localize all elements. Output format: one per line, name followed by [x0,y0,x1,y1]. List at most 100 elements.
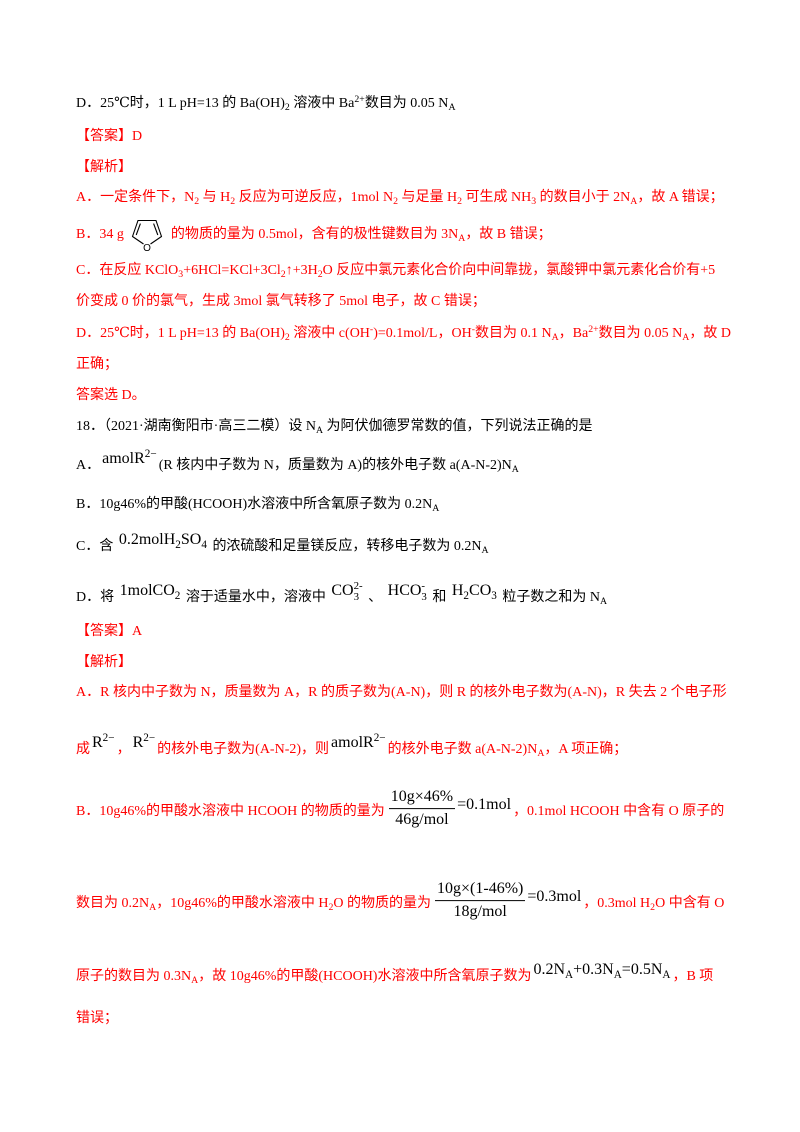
subscript: A [191,975,199,987]
text-run: ，故 10g46%的甲酸(HCOOH)水溶液中所含氧原子数为 [198,969,532,984]
text-run: D．将 [76,590,118,606]
sub-sup-stack: 2-3 [354,581,363,603]
superscript: - [421,580,426,593]
superscript: 2+ [354,94,365,106]
text-run: O 中含有 O [655,896,725,912]
text-run: O 的物质的量为 [333,896,432,912]
text-run: C．在反应 KClO [76,263,179,278]
subscript: 3 [491,589,497,602]
q18-analysis-b-line3: 原子的数目为 0.3NA，故 10g46%的甲酸(HCOOH)水溶液中所含氧原子… [76,962,714,987]
chemical-formula: =0.1mol [457,796,511,813]
subscript: A [458,233,466,245]
text-run: A．R 核内中子数为 N，质量数为 A，R 的质子数为(A-N)，则 R 的核外… [76,685,727,700]
text-run: 可生成 NH [462,190,532,205]
text-run: 价变成 0 价的氯气，生成 3mol 氯气转移了 5mol 电子，故 C 错误； [76,294,486,309]
chemical-formula: 1molCO2 [119,582,181,602]
subscript: A [537,748,545,760]
subscript: 2 [230,196,236,208]
superscript: 2− [143,732,156,745]
text-run: 0.2molH [118,531,176,548]
subscript: 2 [650,902,656,914]
q17-answer: 【答案】D [76,127,142,147]
text-run: 的物质的量为 0.5mol，含有的极性键数目为 3N [167,227,459,243]
text-run: D．25℃时，1 L pH=13 的 Ba(OH) [76,96,285,111]
text-run: B．34 g [76,227,128,243]
text-run: 18g/mol [453,903,507,921]
text-run: 与足量 H [397,190,458,205]
text-run: 的核外电子数 a(A-N-2)N [387,742,538,757]
text-run: ，0.1mol HCOOH 中含有 O 原子的 [513,804,725,820]
text-run: 10g×(1-46%) [437,880,524,898]
text-run: ，0.3mol H [583,896,651,912]
subscript: 2 [174,589,181,602]
q18-analysis-a-line1: A．R 核内中子数为 N，质量数为 A，R 的质子数为(A-N)，则 R 的核外… [76,683,727,703]
fraction-numerator: 10g×46% [388,788,456,810]
text-run: 数目为 0.2N [76,896,150,912]
text-run: 成 [76,742,90,757]
text-run: ，故 D [689,326,731,341]
q17-analysis-d-line1: D．25℃时，1 L pH=13 的 Ba(OH)2 溶液中 c(OH-)=0.… [76,324,731,344]
text-run: B．10g46%的甲酸(HCOOH)水溶液中所含氧原子数为 0.2N [76,497,433,512]
q17-option-d: D．25℃时，1 L pH=13 的 Ba(OH)2 溶液中 Ba2+数目为 0… [76,94,456,114]
subscript: A [149,902,157,914]
text-run: 答案选 D。 [76,388,146,403]
text-run: 46g/mol [395,811,449,829]
text-run: 和 [428,590,450,606]
text-run: R [92,734,103,751]
text-run: amolR [102,450,145,467]
text-run: ，A 项正确； [544,742,628,757]
text-run: 18．（2021·湖南衡阳市·高三二模）设 N [76,419,316,434]
subscript: 3 [421,591,427,603]
subscript: A [315,425,324,437]
subscript: A [682,332,690,344]
text-run: 1molCO [119,582,175,600]
subscript: A [599,596,608,608]
subscript: A [481,545,489,557]
text-run: 【解析】 [76,655,132,670]
furan-icon: O [128,216,166,254]
chemical-formula: 0.2molH2SO4 [118,531,207,551]
subscript: 2 [194,196,200,208]
text-run: 、 [364,590,386,606]
q18-analysis-b-line4: 错误； [76,1009,118,1029]
q18-stem: 18．（2021·湖南衡阳市·高三二模）设 NA 为阿伏伽德罗常数的值，下列说法… [76,417,593,437]
text-run: 【解析】 [76,160,132,175]
text-run: C．含 [76,539,117,554]
q17-analysis-c-line1: C．在反应 KClO3+6HCl=KCl+3Cl2↑+3H2O 反应中氯元素化合… [76,261,715,281]
text-run: 的浓硫酸和足量镁反应，转移电子数为 0.2N [208,539,482,554]
subscript: 2 [284,332,290,344]
fraction-numerator: 10g×(1-46%) [435,880,526,902]
text-run: 反应为可逆反应，1mol N [235,190,394,205]
text-run: 为阿伏伽德罗常数的值，下列说法正确的是 [323,419,593,434]
superscript: 2- [353,580,363,593]
fraction: 10g×46%46g/mol [388,788,456,830]
text-run: 数目为 0.05 N [598,326,683,341]
text-run: A． [76,458,101,473]
chemical-formula: amolR2− [102,449,157,467]
ring-bonds [132,219,163,245]
subscript: 2 [280,269,286,281]
text-run: ，故 B 错误； [465,227,552,243]
text-run: ，B 项 [672,969,714,984]
text-run: CO [469,582,492,600]
text-run: ，故 A 错误； [637,190,724,205]
text-run: =0.1mol [457,796,512,814]
text-run: SO [180,531,202,548]
q17-analysis-d-line2: 正确； [76,355,118,375]
fraction-denominator: 18g/mol [452,902,509,922]
text-run: 【答案】D [76,129,143,144]
text-run: amolR [331,734,374,751]
subscript: A [662,968,671,981]
text-run: 与 H [199,190,231,205]
text-run: =0.5N [621,961,663,978]
superscript: 2+ [588,324,599,336]
subscript: 2 [393,196,398,208]
text-run: 数目为 0.05 N [364,96,449,111]
text-run: 【答案】A [76,624,143,639]
subscript: 2 [457,196,462,208]
q17-analysis-b: B．34 g O 的物质的量为 0.5mol，含有的极性键数目为 3NA，故 B… [76,216,552,254]
